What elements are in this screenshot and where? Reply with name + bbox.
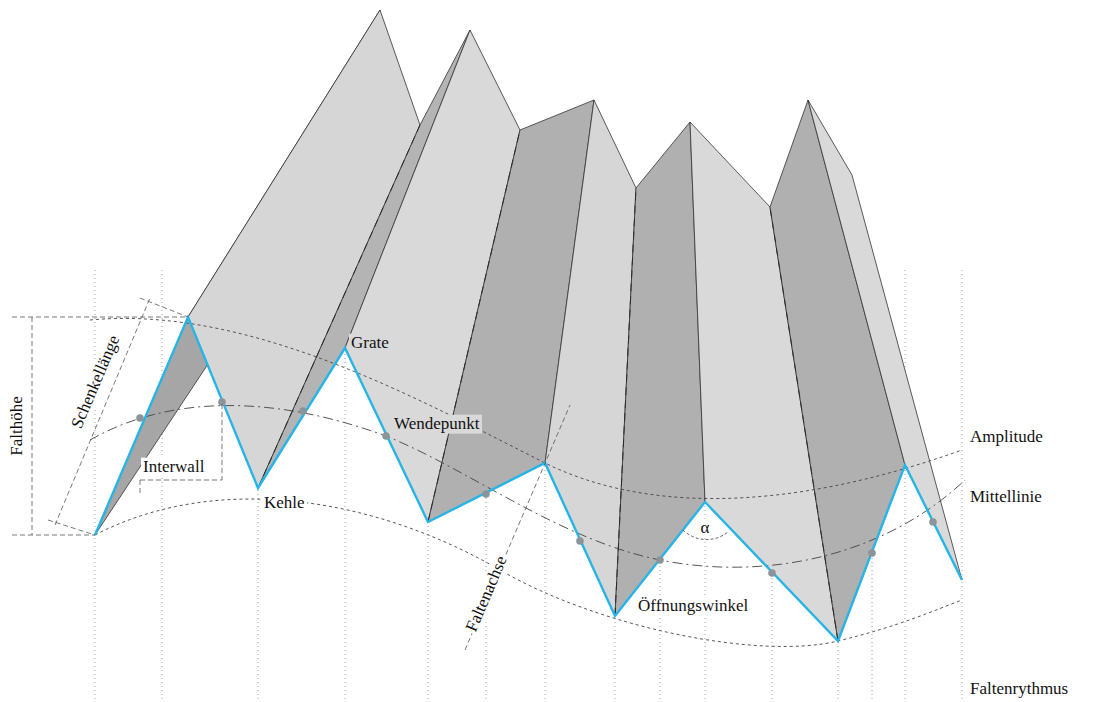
- grid-line: [905, 270, 906, 700]
- lower-curve: [95, 499, 962, 646]
- inflection-dot: [929, 518, 937, 526]
- hidden-edges: [258, 125, 838, 641]
- inflection-dot: [482, 490, 490, 498]
- part-label: Kehle: [262, 494, 307, 513]
- leg-dimension: [55, 298, 150, 525]
- interval-bracket: [140, 480, 141, 494]
- part-label: Amplitude: [968, 428, 1045, 447]
- dimension-extension: [12, 317, 188, 318]
- dimension-extension: [48, 520, 95, 535]
- part-label: Interwall: [141, 458, 206, 477]
- part-label: Wendepunkt: [392, 415, 482, 434]
- part-label: Faltenachse: [462, 552, 512, 637]
- inflection-dot: [576, 537, 584, 545]
- grid-line: [162, 270, 163, 700]
- fold-profile: [95, 317, 962, 641]
- inflection-dot: [768, 569, 776, 577]
- dimension-extension: [12, 535, 95, 536]
- inflection-dot: [299, 407, 307, 415]
- fold-face: [808, 100, 962, 580]
- fold-edge: [615, 188, 636, 616]
- fold-faces: [95, 10, 962, 641]
- part-label: Grate: [349, 334, 391, 353]
- inflection-dot: [136, 414, 144, 422]
- part-label: Mittellinie: [968, 488, 1044, 507]
- inflection-dot: [656, 556, 664, 564]
- height-dimension: [32, 317, 33, 535]
- grid-line: [962, 270, 963, 700]
- guide-curves: [90, 318, 965, 646]
- fold-edge: [258, 125, 420, 488]
- part-label: α: [699, 519, 712, 538]
- center-line: [90, 406, 965, 568]
- interval-bracket: [222, 404, 223, 480]
- inflection-dot: [382, 432, 390, 440]
- fold-face: [615, 122, 705, 616]
- interval-bracket: [140, 480, 222, 481]
- inflection-points: [136, 398, 937, 577]
- part-label: Schenkellänge: [67, 331, 125, 433]
- fold-edge: [428, 130, 520, 522]
- part-label: Faltenrythmus: [968, 680, 1070, 699]
- dimension-extension: [140, 298, 188, 317]
- fold-edge: [770, 207, 838, 641]
- part-label: Falthöhe: [8, 394, 27, 458]
- grid-line: [95, 270, 96, 700]
- dimension-lines: [12, 298, 570, 650]
- inflection-dot: [868, 549, 876, 557]
- part-label: Öffnungswinkel: [636, 597, 750, 616]
